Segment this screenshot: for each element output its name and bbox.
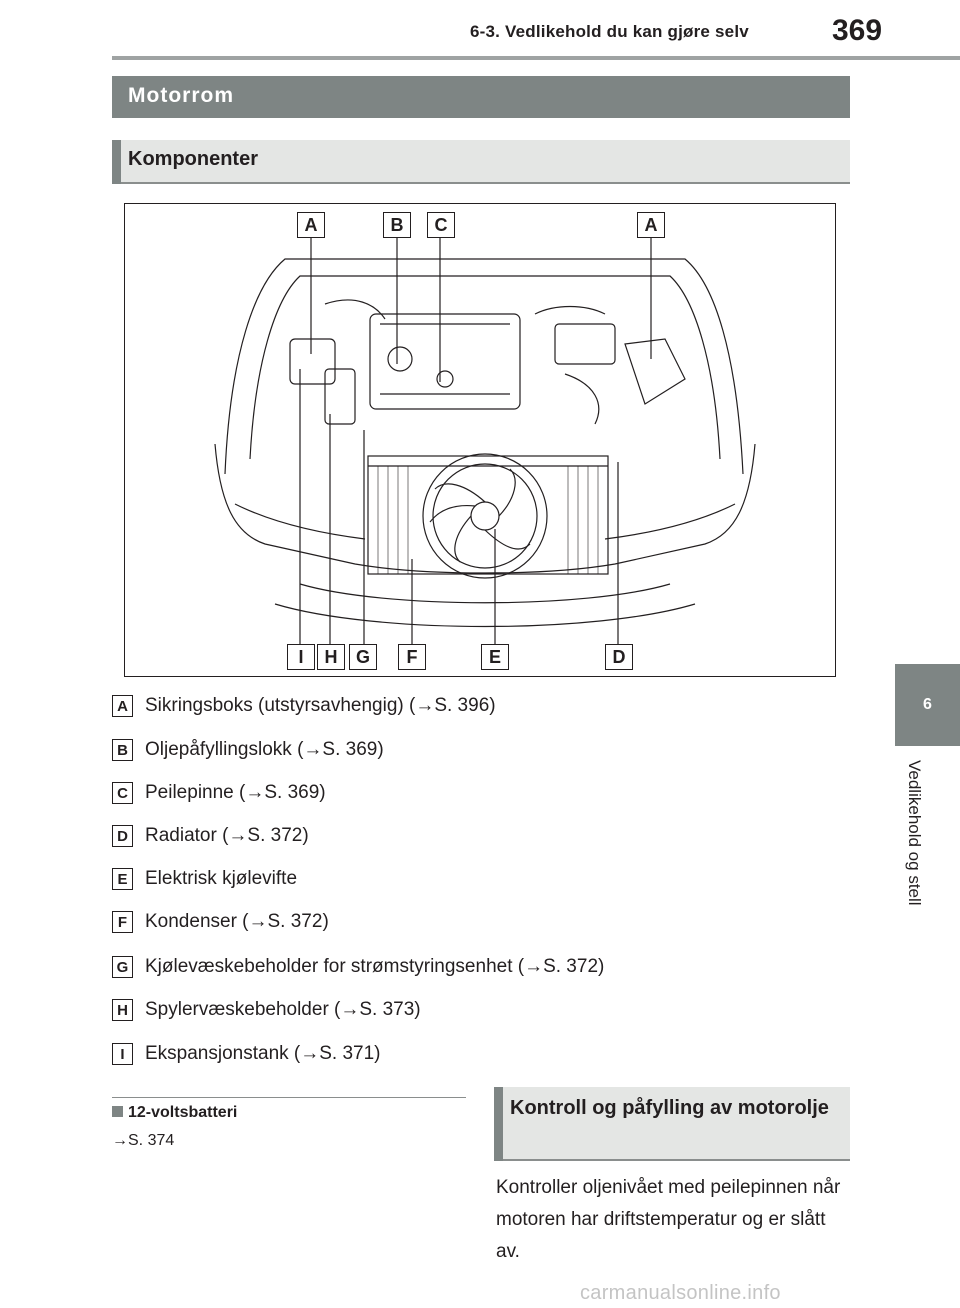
legend-text: Sikringsboks (utstyrsavhengig) (→S. 396)	[145, 695, 496, 716]
page-number: 369	[832, 14, 883, 47]
engine-cover	[369, 313, 521, 410]
battery-heading: 12-voltsbatteri	[112, 1104, 237, 1122]
radiator-shape	[367, 455, 609, 575]
legend-text: Spylervæskebeholder (→S. 373)	[145, 999, 421, 1020]
hood-outline	[224, 258, 744, 475]
watermark: carmanualsonline.info	[580, 1282, 781, 1304]
legend-letter: E	[112, 868, 133, 890]
battery-rule	[112, 1097, 466, 1098]
fuse-box-shape	[624, 338, 686, 405]
square-bullet-icon	[112, 1106, 123, 1117]
callout-h: H	[317, 644, 345, 670]
engine-bay-drawing	[214, 238, 756, 644]
chapter-tab-number: 6	[895, 664, 960, 746]
legend-letter: B	[112, 739, 133, 761]
chapter-tab-title: Vedlikehold og stell	[905, 760, 924, 906]
running-header-section: 6-3. Vedlikehold du kan gjøre selv	[470, 22, 749, 41]
chapter-tab-label: Vedlikehold og stell	[882, 760, 942, 940]
engine-bay-illustration: A B C A I H G F E D	[124, 203, 836, 677]
legend-letter: A	[112, 695, 133, 717]
washer-reservoir-shape	[324, 368, 356, 425]
callout-b: B	[383, 212, 411, 238]
legend-text: Elektrisk kjølevifte	[145, 868, 298, 889]
section-title: Motorrom	[128, 84, 234, 107]
battery-reference: →S. 374	[112, 1132, 175, 1149]
callout-a-right: A	[637, 212, 665, 238]
section-title-bar: Motorrom	[112, 76, 850, 118]
legend-letter: D	[112, 825, 133, 847]
cooling-fan-shape	[422, 453, 548, 579]
callout-c: C	[427, 212, 455, 238]
callout-a-left: A	[297, 212, 325, 238]
oil-section-accent	[494, 1087, 503, 1161]
header-rule	[112, 56, 960, 60]
callout-d: D	[605, 644, 633, 670]
legend-letter: I	[112, 1043, 133, 1065]
callout-g: G	[349, 644, 377, 670]
callout-f: F	[398, 644, 426, 670]
subsection-title: Komponenter	[128, 148, 258, 170]
legend-text: Oljepåfyllingslokk (→S. 369)	[145, 739, 384, 760]
oil-section-title-bar: Kontroll og påfylling av motorolje	[494, 1087, 850, 1161]
subsection-accent	[112, 140, 121, 184]
legend-letter: C	[112, 782, 133, 804]
expansion-tank-shape	[289, 338, 336, 385]
battery-title: 12-voltsbatteri	[128, 1104, 238, 1121]
callout-e: E	[481, 644, 509, 670]
legend-letter: F	[112, 911, 133, 933]
legend-letter: G	[112, 956, 133, 978]
legend-text: Peilepinne (→S. 369)	[145, 782, 326, 803]
legend-text: Ekspansjonstank (→S. 371)	[145, 1043, 381, 1064]
subsection-title-bar: Komponenter	[112, 140, 850, 184]
oil-section-title: Kontroll og påfylling av motorolje	[510, 1097, 829, 1119]
legend-text: Kjølevæskebeholder for strømstyringsenhe…	[145, 956, 605, 977]
legend-text: Kondenser (→S. 372)	[145, 911, 329, 932]
legend-letter: H	[112, 999, 133, 1021]
callout-i: I	[287, 644, 315, 670]
bumper-outline	[214, 443, 756, 574]
oil-section-body: Kontroller oljenivået med peilepinnen nå…	[496, 1177, 841, 1262]
legend-text: Radiator (→S. 372)	[145, 825, 309, 846]
